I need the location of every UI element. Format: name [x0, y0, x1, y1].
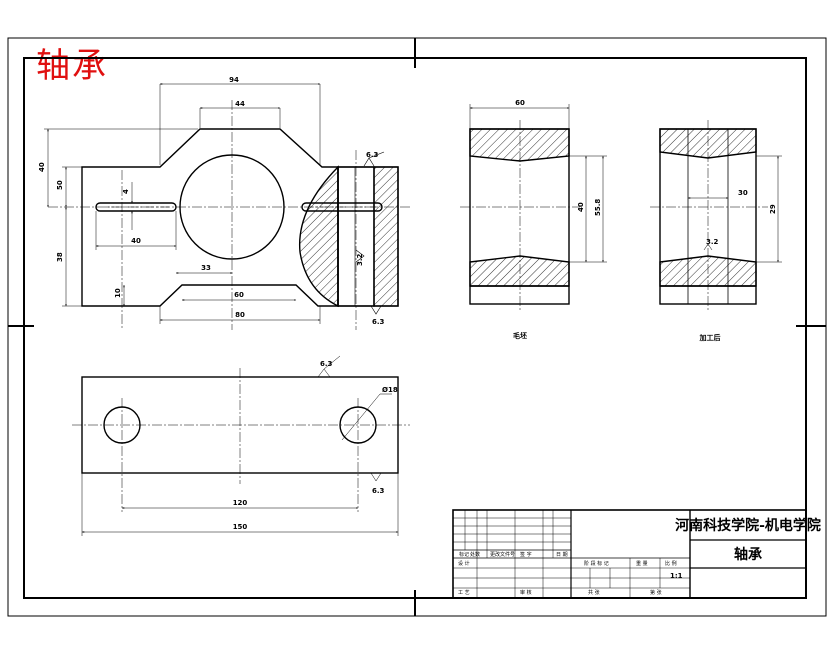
- front-view: [81, 128, 399, 308]
- plan-dimensions: [81, 355, 399, 536]
- drawing-title: 轴承: [36, 46, 108, 86]
- dim-40-vertical: 40: [38, 162, 46, 172]
- dim-33: 33: [201, 264, 211, 272]
- dim-40-slot: 40: [131, 237, 141, 245]
- dim-50: 50: [56, 180, 64, 190]
- dim-150: 150: [233, 523, 248, 531]
- tb-mark: 标记: [459, 551, 469, 558]
- dim-94: 94: [229, 76, 239, 84]
- plan-centerlines: [72, 368, 410, 512]
- tb-weight: 重 量: [636, 560, 648, 567]
- blank-section: [469, 128, 570, 305]
- tb-sheet: 第 张: [650, 589, 662, 596]
- dim-10: 10: [114, 288, 122, 298]
- hole-diameter: Ø18: [382, 386, 398, 394]
- front-dim-labels: 94 44 40 50 38 4 40 33 10 60 80: [38, 76, 245, 319]
- roughness-plan-top: 6.3: [320, 360, 333, 368]
- caption-machined: 加工后: [699, 333, 721, 342]
- tb-total: 共 张: [588, 589, 600, 596]
- tb-count: 处数: [470, 551, 480, 558]
- dim-44: 44: [235, 100, 245, 108]
- dim-30: 30: [738, 189, 748, 197]
- dim-60-blank: 60: [515, 99, 525, 107]
- bearing-body-outline: [81, 128, 339, 307]
- dim-60-base: 60: [234, 291, 244, 299]
- tb-ratio: 比 例: [665, 560, 677, 567]
- dim-29: 29: [769, 204, 777, 214]
- roughness-top: 6.3: [366, 151, 379, 159]
- tb-zone: 更改文件号: [490, 551, 515, 558]
- tb-process: 工 艺: [458, 590, 470, 596]
- school-name: 河南科技学院-机电学院: [675, 517, 821, 534]
- section-hatch-region: [298, 165, 339, 308]
- dim-55-8: 55.8: [594, 199, 602, 216]
- roughness-machined: 3.2: [706, 238, 719, 246]
- tb-design: 设 计: [458, 560, 470, 567]
- dim-38: 38: [56, 252, 64, 262]
- dim-40-blank: 40: [577, 202, 585, 212]
- tb-sign: 签 字: [520, 551, 532, 558]
- tb-date: 日 期: [556, 552, 568, 558]
- roughness-plan-bottom: 6.3: [372, 487, 385, 495]
- part-name: 轴承: [734, 546, 762, 563]
- front-dimensions: [44, 83, 321, 324]
- tb-stage: 阶 段 标 记: [584, 560, 609, 567]
- sheet-border: [7, 37, 827, 617]
- front-centerlines: [48, 100, 410, 330]
- dim-120: 120: [233, 499, 248, 507]
- dim-4: 4: [122, 189, 130, 194]
- tb-scale: 1:1: [670, 572, 683, 580]
- dim-80: 80: [235, 311, 245, 319]
- title-block: [452, 509, 807, 599]
- tb-review: 审 核: [520, 589, 532, 596]
- roughness-side: 3.2: [356, 253, 364, 266]
- roughness-bottom: 6.3: [372, 318, 385, 326]
- roughness-symbols: [355, 151, 385, 315]
- title-block-text: 河南科技学院-机电学院 轴承 标记 处数 更改文件号 签 字 日 期 设 计 阶…: [458, 517, 821, 596]
- caption-blank: 毛坯: [513, 331, 527, 340]
